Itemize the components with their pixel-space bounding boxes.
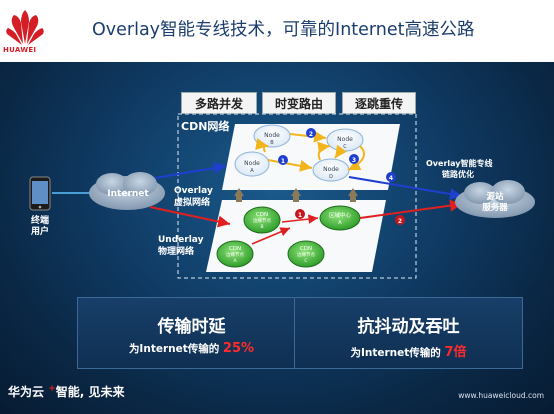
overlay-ingress-arrow [154, 162, 227, 179]
svg-text:A: A [233, 258, 237, 264]
metric-throughput-prefix: 为Internet传输的 [350, 347, 441, 359]
svg-text:2: 2 [398, 218, 402, 225]
underlay-egress-arrow [359, 199, 463, 219]
cdn-node-c: CDN 边缘节点 C [287, 240, 325, 268]
origin-server-cloud-icon [455, 180, 535, 218]
svg-text:1: 1 [298, 212, 302, 219]
terminal-label-2: 用户 [30, 225, 49, 237]
metric-latency-title: 传输时延 [157, 317, 226, 337]
underlay-label-2: 物理网络 [158, 245, 194, 257]
svg-text:A: A [250, 168, 254, 174]
underlay-step-badges: 1 2 [295, 209, 405, 225]
svg-text:边缘节点: 边缘节点 [297, 251, 315, 258]
underlay-label-1: Underlay [158, 235, 204, 245]
overlay-label-1: Overlay [174, 186, 213, 196]
footer-url: www.huaweicloud.com [458, 391, 544, 400]
svg-text:C: C [343, 144, 347, 150]
brand-text: HUAWEI [3, 46, 37, 54]
metric-latency-sub: 为Internet传输的 25% [78, 341, 305, 356]
svg-text:2: 2 [309, 131, 313, 138]
svg-text:Node: Node [244, 160, 260, 167]
internet-label: Internet [107, 189, 149, 199]
svg-text:Node: Node [264, 132, 280, 139]
overlay-egress-arrow [348, 176, 463, 200]
underlay-inner-arrows [251, 214, 319, 245]
tab-timevariant-routing: 时变路由 [262, 92, 336, 114]
svg-text:B: B [260, 224, 263, 230]
svg-text:边缘节点: 边缘节点 [253, 217, 271, 224]
phone-icon [29, 176, 51, 211]
svg-text:3: 3 [352, 157, 356, 164]
cdn-network-frame [177, 113, 417, 279]
tab-multipath: 多路并发 [181, 92, 257, 114]
tab-hop-retransmit: 逐跳重传 [342, 92, 416, 114]
svg-text:Node: Node [337, 136, 353, 143]
huawei-logo-icon [6, 10, 44, 45]
feature-tabs: 多路并发 时变路由 逐跳重传 [181, 92, 416, 114]
metric-throughput-value: 7倍 [444, 345, 467, 360]
plane-connectors [234, 188, 358, 202]
slogan-text: 智能, 见未来 [55, 385, 125, 399]
origin-label-2: 服务器 [482, 202, 508, 213]
svg-text:边缘节点: 边缘节点 [226, 251, 244, 258]
regional-center-a: 区域中心 A [319, 205, 361, 231]
cdn-node-b: CDN 边缘节点 B [243, 206, 281, 234]
svg-text:CDN: CDN [229, 246, 241, 252]
terminal-label-1: 终端 [30, 214, 49, 226]
footer-slogan: 华为云 +智能, 见未来 [8, 383, 125, 400]
header-bar: HUAWEI Overlay智能专线技术，可靠的Internet高速公路 [0, 0, 554, 62]
metric-latency-box: 传输时延 为Internet传输的 25% [77, 297, 306, 369]
svg-text:Node: Node [323, 166, 339, 173]
node-a: Node A [234, 151, 270, 177]
svg-text:区域中心: 区域中心 [329, 211, 352, 219]
slogan-brand: 华为云 [8, 385, 45, 399]
metric-throughput-box: 抗抖动及吞吐 为Internet传输的 7倍 [294, 297, 523, 369]
cdn-network-label: CDN网络 [181, 119, 229, 133]
svg-text:D: D [329, 174, 333, 180]
page-title: Overlay智能专线技术，可靠的Internet高速公路 [92, 20, 475, 40]
internet-cloud-icon [89, 172, 165, 210]
svg-text:4: 4 [389, 175, 393, 182]
step-badges: 1 2 3 4 [278, 128, 396, 182]
metric-throughput-sub: 为Internet传输的 7倍 [295, 341, 522, 360]
svg-text:CDN: CDN [300, 246, 312, 252]
svg-text:B: B [270, 140, 274, 146]
node-d: Node D [312, 158, 350, 182]
overlay-optimize-label-2: 链路优化 [442, 169, 474, 179]
metric-latency-prefix: 为Internet传输的 [128, 343, 220, 355]
svg-text:A: A [338, 220, 342, 226]
overlay-label-2: 虚拟网络 [174, 196, 210, 208]
svg-text:CDN: CDN [256, 212, 268, 218]
underlay-ingress-arrow [149, 206, 231, 228]
svg-text:1: 1 [281, 158, 285, 165]
slogan-plus: + [48, 384, 56, 394]
origin-label-1: 源站 [486, 191, 504, 202]
svg-text:C: C [304, 258, 307, 264]
node-b: Node B [253, 124, 291, 148]
metric-latency-value: 25% [222, 341, 255, 356]
metric-throughput-title: 抗抖动及吞吐 [357, 317, 460, 337]
cdn-node-a: CDN 边缘节点 A [216, 240, 254, 268]
overlay-optimize-label-1: Overlay智能专线 [426, 158, 493, 168]
node-c: Node C [326, 128, 364, 152]
